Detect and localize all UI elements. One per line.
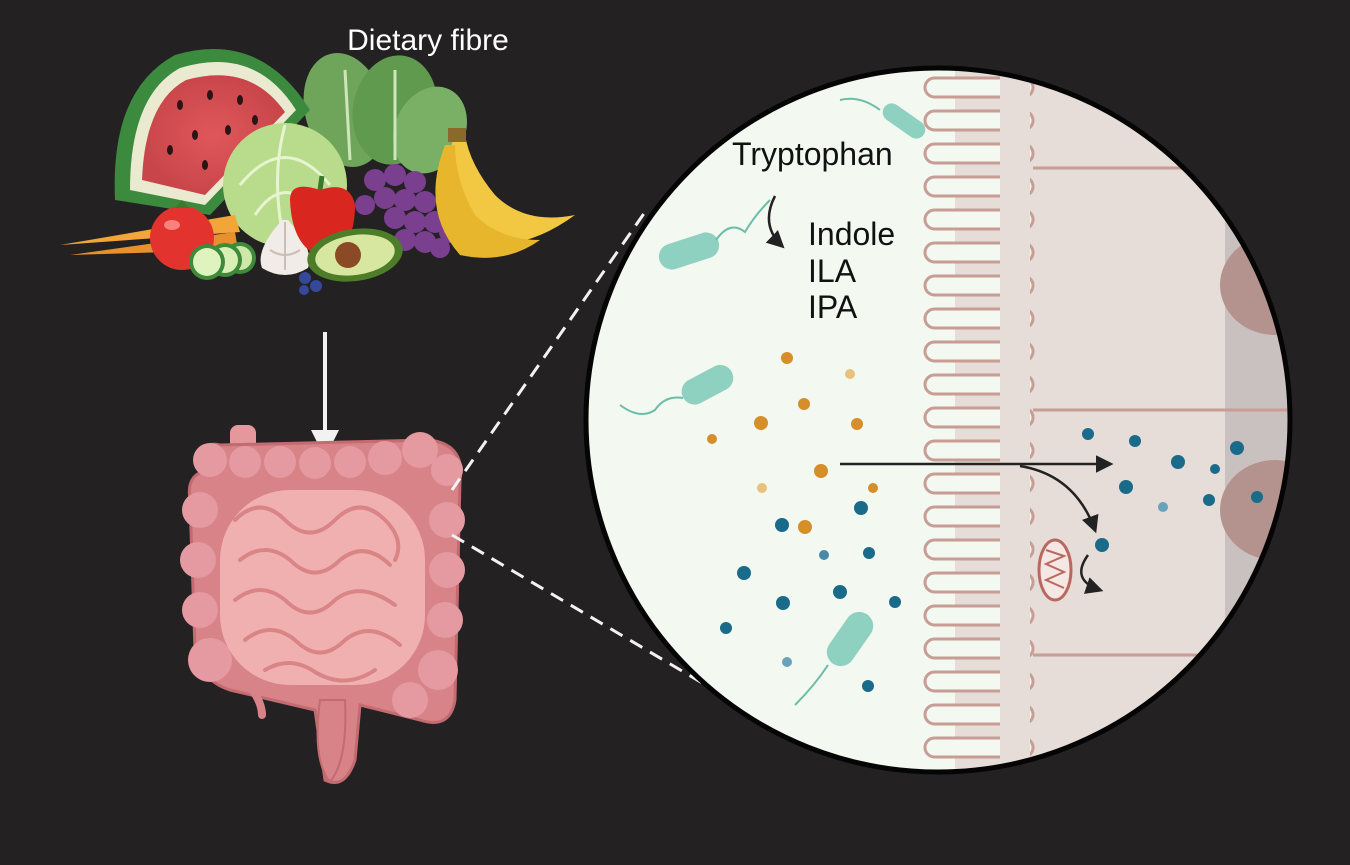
basal-layer	[1225, 68, 1290, 772]
watermelon	[114, 49, 311, 215]
metabolite-particles-orange	[707, 352, 878, 534]
metabolite-label-indole: Indole	[808, 216, 895, 252]
conversion-arrow	[765, 195, 785, 249]
bananas	[435, 128, 575, 258]
cucumber-slices	[189, 242, 256, 280]
metabolite-label-ipa: IPA	[808, 289, 858, 325]
cell-nucleus	[1220, 460, 1290, 560]
mitochondrion-icon	[1037, 538, 1073, 602]
bacterium-icon	[794, 611, 874, 706]
intestine-icon	[180, 425, 465, 784]
metabolite-particles-blue	[720, 501, 901, 692]
metabolite-label-ila: ILA	[808, 253, 857, 289]
bacterium-icon	[619, 364, 734, 415]
zoom-detail-circle: Tryptophan Indole ILA IPA	[583, 65, 1293, 775]
bacterium-icon	[839, 97, 926, 139]
avocado	[307, 228, 403, 282]
blueberries	[299, 272, 322, 295]
absorbed-metabolites	[1082, 428, 1263, 552]
down-arrow-icon	[311, 332, 339, 458]
tryptophan-label: Tryptophan	[732, 136, 893, 172]
transport-arrows	[840, 455, 1114, 594]
microvilli-border	[923, 68, 1035, 772]
fruit-vegetable-basket-icon	[60, 49, 575, 295]
zoom-circle-border	[583, 65, 1293, 775]
title-label: Dietary fibre	[347, 24, 509, 57]
bacterium-icon	[658, 199, 771, 270]
